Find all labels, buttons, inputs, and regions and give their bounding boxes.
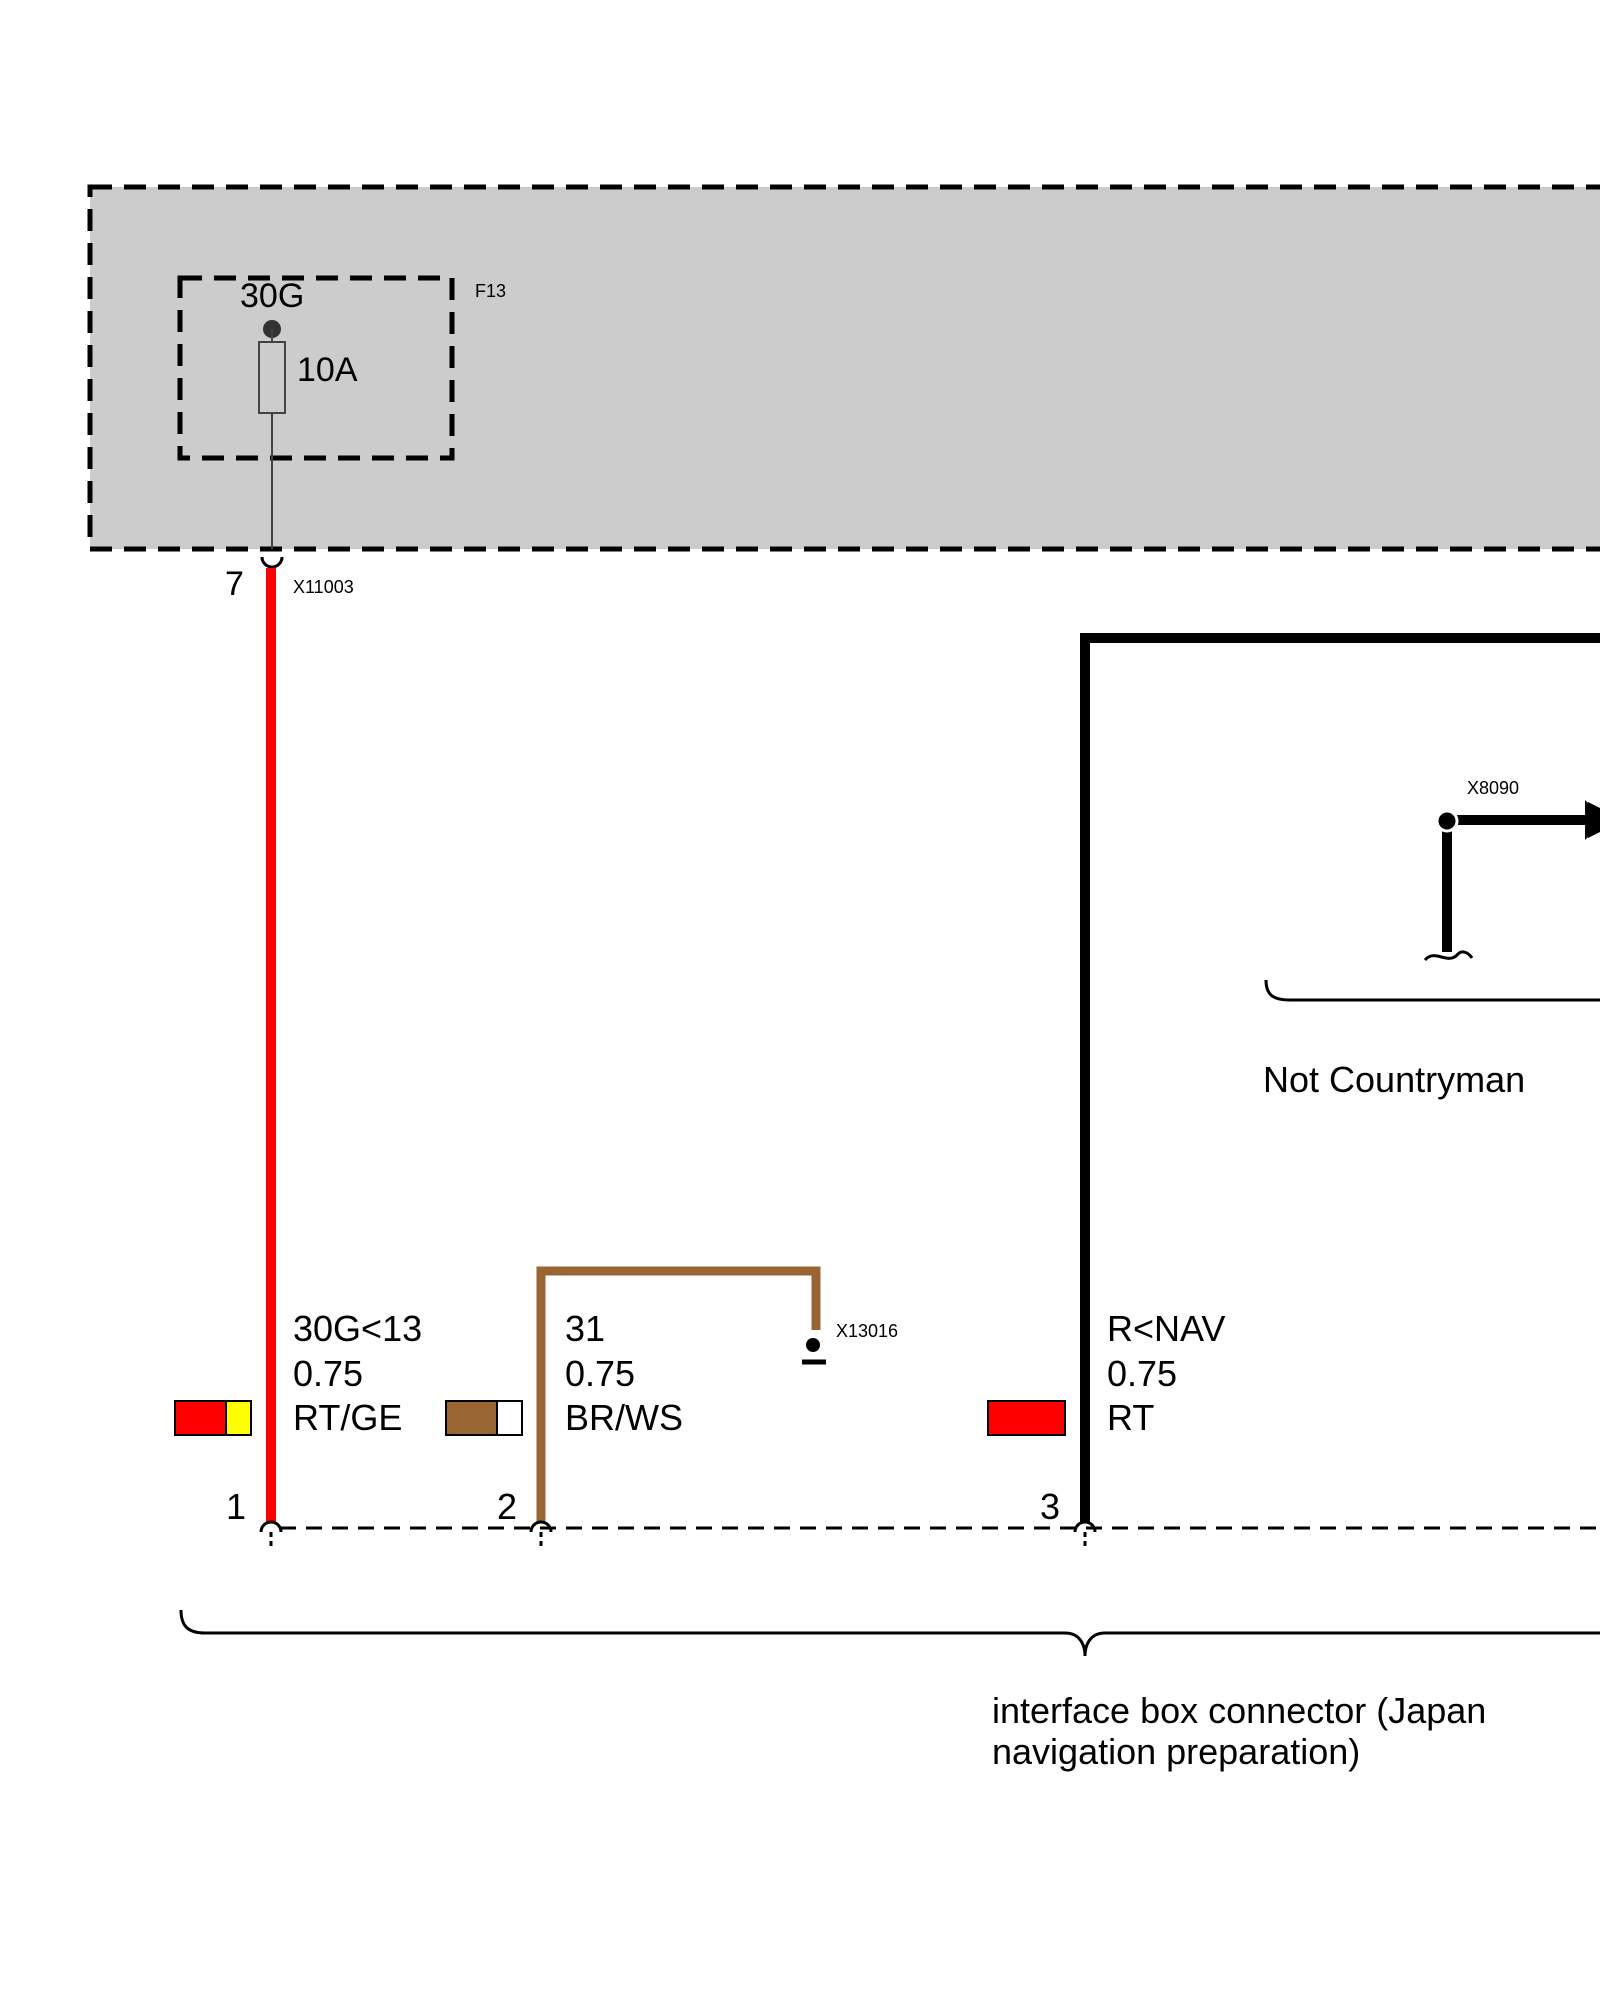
bottom-pin-2: 2 <box>497 1486 553 1546</box>
connector-caption-line-2: navigation preparation) <box>992 1731 1360 1772</box>
branch-end-tilde <box>1423 950 1474 962</box>
branch-connector-id: X8090 <box>1467 778 1519 798</box>
pin-2-number: 2 <box>497 1486 517 1527</box>
fuse-terminal-label: 30G <box>240 277 304 315</box>
wire-1-swatch-stripe <box>225 1400 252 1436</box>
connector-brace <box>179 1609 1600 1657</box>
wire-1-gauge: 0.75 <box>293 1353 363 1394</box>
wire-1-color-code: RT/GE <box>293 1397 402 1438</box>
wire-3 <box>1080 633 1600 1522</box>
wire-3-color-code: RT <box>1107 1397 1154 1438</box>
wire-3-label: R<NAV 0.75 RT <box>987 1308 1225 1438</box>
branch-arrow-head <box>1585 800 1600 840</box>
fuse-box <box>177 275 455 461</box>
bottom-pin-3: 3 <box>1040 1486 1097 1546</box>
branch-junction-dot <box>1435 809 1459 833</box>
wire-3-gauge: 0.75 <box>1107 1353 1177 1394</box>
wire-2-swatch-primary <box>445 1400 498 1436</box>
wire-1-label: 30G<13 0.75 RT/GE <box>174 1308 422 1438</box>
pin-1-number: 1 <box>226 1486 246 1527</box>
wire-2-swatch-stripe <box>496 1400 523 1436</box>
connector-caption-line-1: interface box connector (Japan <box>992 1690 1486 1731</box>
pin-3-socket <box>1073 1520 1097 1533</box>
branch-condition-label: Not Countryman <box>1263 1059 1525 1100</box>
branch-condition-brace <box>1264 979 1600 1002</box>
wire-1-swatch-primary <box>174 1400 227 1436</box>
pin-1-socket <box>259 1520 283 1533</box>
ground-connector-id: X13016 <box>836 1321 898 1341</box>
wire-3-signal: R<NAV <box>1107 1308 1225 1349</box>
pin-2-socket <box>529 1520 553 1533</box>
wire-1-signal: 30G<13 <box>293 1308 422 1349</box>
wire-2 <box>536 1266 821 1522</box>
bottom-pin-1: 1 <box>226 1486 283 1546</box>
module-connector-id: X11003 <box>293 577 354 597</box>
fuse-rating-label: 10A <box>297 351 358 389</box>
ground-point <box>806 1338 820 1352</box>
wire-2-color-code: BR/WS <box>565 1397 683 1438</box>
module-pin-socket <box>260 556 284 569</box>
module-pin-number: 7 <box>225 565 244 603</box>
module-housing <box>87 184 1600 552</box>
wire-3-swatch <box>987 1400 1066 1436</box>
fuse-id-label: F13 <box>475 281 506 301</box>
wire-2-gauge: 0.75 <box>565 1353 635 1394</box>
wire-2-signal: 31 <box>565 1308 605 1349</box>
pin-3-number: 3 <box>1040 1486 1060 1527</box>
wire-2-label: 31 0.75 BR/WS <box>445 1308 683 1438</box>
